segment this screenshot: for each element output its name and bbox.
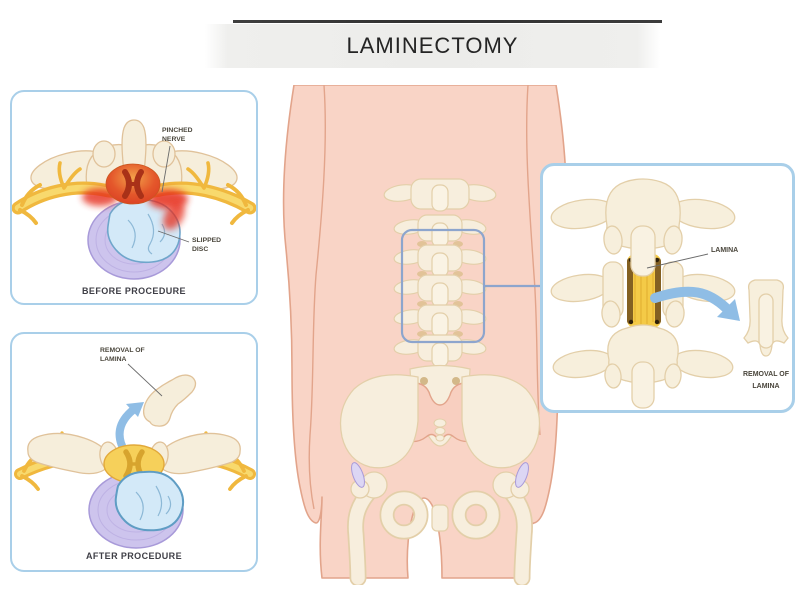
lumbar-spine xyxy=(383,178,497,368)
label-line: SLIPPED xyxy=(192,237,221,244)
hip-cartilage-right xyxy=(515,462,529,488)
hip-cartilage-left xyxy=(351,462,365,488)
lamina-label: LAMINA xyxy=(646,247,738,269)
after-illustration: REMOVAL OF LAMINA AFTER PROCEDURE xyxy=(14,347,256,561)
title-banner: LAMINECTOMY xyxy=(205,20,662,68)
removal-arrow-icon xyxy=(650,286,740,321)
vertebra xyxy=(393,274,487,308)
after-procedure-panel: REMOVAL OF LAMINA AFTER PROCEDURE xyxy=(10,332,258,572)
lamina-detail-panel: LAMINA REMOVAL OF LAMINA xyxy=(540,163,795,413)
leader-line xyxy=(127,363,163,397)
label-line: LAMINA xyxy=(100,356,127,363)
page-title: LAMINECTOMY xyxy=(346,33,519,58)
before-procedure-panel: PINCHED NERVE SLIPPED DISC BEFORE PROCED… xyxy=(10,90,258,305)
label-line: DISC xyxy=(192,246,208,253)
femur-right xyxy=(492,471,533,585)
label-line: PINCHED xyxy=(162,127,193,134)
label-line: LAMINA xyxy=(711,247,738,254)
banner-shadow-edge xyxy=(233,20,662,23)
spinous-process xyxy=(630,225,656,277)
before-caption: BEFORE PROCEDURE xyxy=(82,286,186,296)
removed-lamina-piece xyxy=(743,279,789,357)
vertebra xyxy=(383,178,497,212)
pinched-nerve-label: PINCHED NERVE xyxy=(161,127,193,193)
label-line: REMOVAL OF xyxy=(743,371,790,378)
after-caption: AFTER PROCEDURE xyxy=(86,551,182,561)
vertebra xyxy=(552,324,734,409)
disc-herniation xyxy=(114,470,185,532)
vertebral-column-posterior xyxy=(550,178,736,409)
removed-lamina-piece xyxy=(142,374,197,427)
body-figure xyxy=(282,85,588,585)
slipped-disc-label: SLIPPED DISC xyxy=(157,230,221,253)
pinched-nerve-cord xyxy=(105,163,161,205)
leader-line xyxy=(161,145,171,193)
iliac-wing-left xyxy=(339,374,419,469)
label-line: LAMINA xyxy=(752,383,779,390)
pelvis-skeleton xyxy=(339,364,541,585)
coccyx xyxy=(433,418,447,442)
removal-of-lamina-label: REMOVAL OF LAMINA xyxy=(743,371,790,390)
label-line: NERVE xyxy=(162,136,186,143)
before-illustration: PINCHED NERVE SLIPPED DISC BEFORE PROCED… xyxy=(12,119,256,296)
leader-line xyxy=(157,230,190,243)
vertebra-lamina-removed xyxy=(550,261,736,328)
detail-illustration: LAMINA REMOVAL OF LAMINA xyxy=(550,178,790,409)
ischium-rings xyxy=(379,490,501,540)
label-line: REMOVAL OF xyxy=(100,347,145,354)
iliac-wing-right xyxy=(461,374,541,469)
leader-line xyxy=(646,253,709,269)
vertebra xyxy=(550,178,736,277)
removal-of-lamina-label: REMOVAL OF LAMINA xyxy=(100,347,163,397)
spinous-process xyxy=(631,361,655,409)
